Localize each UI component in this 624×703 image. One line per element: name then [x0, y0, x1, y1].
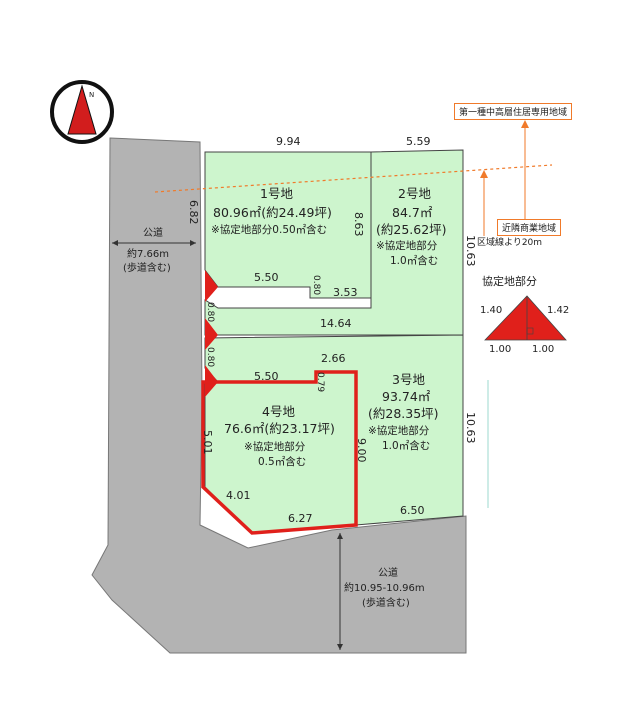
- dim-lot4-top: 5.50: [254, 370, 279, 383]
- agreement-title: 協定地部分: [482, 274, 537, 288]
- zone-residential-text: 第一種中高層住居専用地域: [459, 108, 568, 118]
- lot-2-shape: [204, 149, 464, 336]
- lot-2-area-tsubo: (約25.62坪): [376, 222, 447, 237]
- south-road-note: (歩道含む): [362, 596, 410, 609]
- west-arrow-r: [190, 240, 196, 246]
- dim-lot3-bottom: 6.50: [400, 504, 425, 517]
- lot-4-note1: ※協定地部分: [244, 440, 306, 453]
- zone-boundary-line: [154, 164, 553, 193]
- lot-1-label: 1号地 80.96㎡(約24.49坪) ※協定地部分0.50㎡含む: [211, 186, 332, 236]
- agreement-base-left: 1.00: [489, 344, 511, 355]
- lot-3-note2: 1.0㎡含む: [382, 439, 430, 452]
- lot-4-area: 76.6㎡(約23.17坪): [224, 421, 335, 436]
- lot-2-name: 2号地: [398, 186, 431, 201]
- west-road-note: (歩道含む): [123, 261, 171, 274]
- dim-lot1-inner-right: 8.63: [352, 212, 365, 237]
- west-arrow-l: [112, 240, 118, 246]
- south-road-label: 公道 約10.95-10.96m (歩道含む): [344, 566, 425, 609]
- dim-notch-height-upper: 0.80: [311, 275, 321, 295]
- lot-1-area: 80.96㎡(約24.49坪): [213, 205, 332, 220]
- dim-lot4-step-height: 0.79: [315, 372, 325, 392]
- dim-notch-step: 3.53: [333, 286, 358, 299]
- dim-left-upper: 6.82: [187, 200, 200, 225]
- lot-4-highlight: [201, 370, 358, 535]
- zone-commercial-text: 近隣商業地域: [502, 224, 557, 234]
- dim-right-lower: 10.63: [464, 412, 477, 444]
- dim-top-right: 5.59: [406, 135, 431, 148]
- dim-top-left: 9.94: [276, 135, 301, 148]
- dim-lot4-right: 9.00: [355, 438, 368, 463]
- lot-3-note1: ※協定地部分: [368, 424, 430, 437]
- compass-label: N: [89, 91, 94, 99]
- lot-4-note2: 0.5㎡含む: [258, 455, 306, 468]
- agreement-dim-right: 1.42: [547, 305, 569, 316]
- arrow-head-boundary: [480, 170, 488, 178]
- lot-2-label: 2号地 84.7㎡ (約25.62坪) ※協定地部分 1.0㎡含む: [376, 186, 447, 267]
- south-road-width: 約10.95-10.96m: [344, 581, 425, 594]
- lot-4-name: 4号地: [262, 404, 295, 419]
- south-arrow-t: [337, 533, 343, 539]
- agreement-legend: 協定地部分 1.40 1.42 1.00 1.00: [480, 274, 569, 355]
- lot-2-note2: 1.0㎡含む: [390, 254, 438, 267]
- south-arrow-b: [337, 644, 343, 650]
- dim-lot1-notch-bottom: 5.50: [254, 271, 279, 284]
- lot-2-note1: ※協定地部分: [376, 239, 438, 252]
- dim-left-small-2: 0.80: [205, 347, 215, 367]
- west-road-title: 公道: [143, 226, 163, 239]
- lot-3-label: 3号地 93.74㎡ (約28.35坪) ※協定地部分 1.0㎡含む: [368, 372, 439, 452]
- dim-right-upper: 10.63: [464, 235, 477, 267]
- lot-4-label: 4号地 76.6㎡(約23.17坪) ※協定地部分 0.5㎡含む: [224, 404, 335, 468]
- dim-lot4-bottom: 6.27: [288, 512, 313, 525]
- lot-3-name: 3号地: [392, 372, 425, 387]
- compass-icon: N: [50, 80, 114, 144]
- south-road-title: 公道: [378, 566, 398, 579]
- dim-lot4-chamfer: 4.01: [226, 489, 251, 502]
- zone-residential-label: 第一種中高層住居専用地域: [454, 103, 573, 120]
- dim-lot4-left: 5.01: [201, 430, 214, 455]
- lot-3-area-tsubo: (約28.35坪): [368, 406, 439, 421]
- agreement-triangle-1: [205, 270, 218, 302]
- lot-1-name: 1号地: [260, 186, 293, 201]
- agreement-triangle-2: [205, 318, 218, 350]
- agreement-dim-left: 1.40: [480, 305, 502, 316]
- west-road-label: 公道 約7.66m (歩道含む): [123, 226, 171, 274]
- dim-lot4-top-step: 2.66: [321, 352, 346, 365]
- lot-1-note: ※協定地部分0.50㎡含む: [211, 223, 327, 236]
- zone-commercial-label: 近隣商業地域: [497, 219, 562, 236]
- dim-middle-line: 14.64: [320, 317, 352, 330]
- zone-boundary-note: 区域線より20m: [477, 236, 542, 248]
- dim-left-small-1: 0.80: [205, 302, 215, 322]
- lot-3-area: 93.74㎡: [382, 389, 431, 404]
- lot-2-area: 84.7㎡: [392, 205, 433, 220]
- arrow-head-up: [521, 120, 529, 128]
- agreement-base-right: 1.00: [532, 344, 554, 355]
- west-road-width: 約7.66m: [127, 247, 169, 260]
